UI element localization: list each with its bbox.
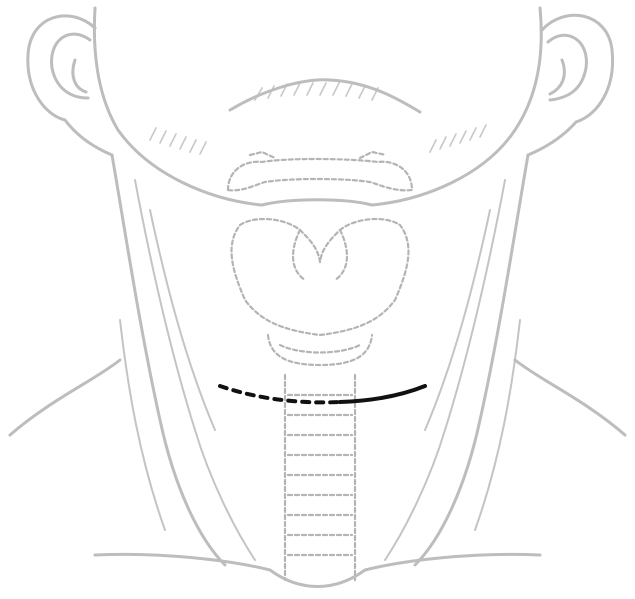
left-neck-muscles: [112, 155, 255, 565]
chin-hatching: [150, 80, 486, 154]
hyoid-bone: [228, 152, 412, 190]
trachea: [285, 375, 355, 580]
cricoid-cartilage: [268, 335, 372, 365]
head-outline: [94, 8, 541, 205]
right-neck-muscles: [385, 155, 528, 565]
thyroid-cartilage: [232, 219, 409, 335]
